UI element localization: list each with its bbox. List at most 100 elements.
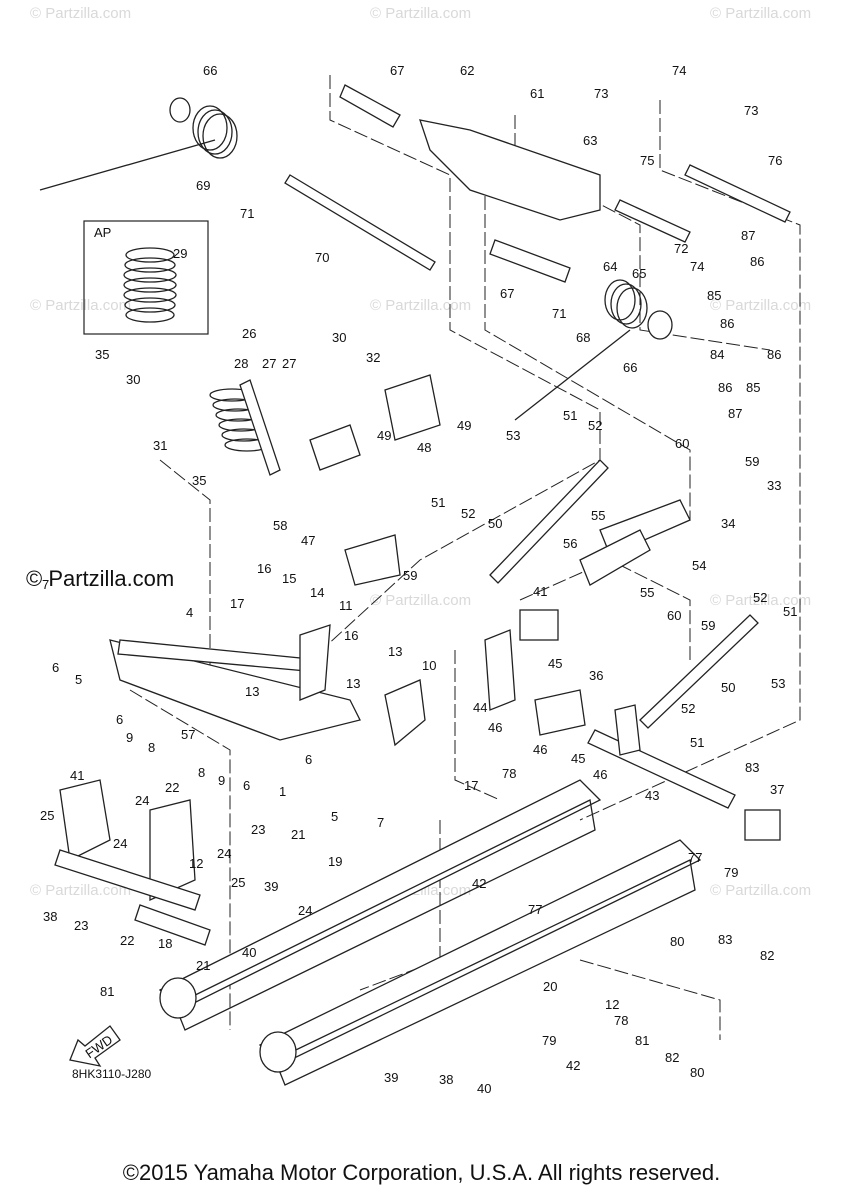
part-callout: 20: [543, 979, 557, 994]
diagram-code: 8HK3110-J280: [72, 1067, 152, 1081]
part-callout: 79: [724, 865, 738, 880]
part-callout: 81: [635, 1033, 649, 1048]
inset-label: AP: [94, 225, 111, 240]
part-callout: 13: [388, 644, 402, 659]
shaft-19: [54, 849, 201, 911]
link-50b: [639, 614, 759, 729]
yoke-36: [534, 689, 586, 736]
inset-frame: [83, 220, 209, 335]
part-callout: 45: [571, 751, 585, 766]
part-callout: 18: [158, 936, 172, 951]
part-callout: 17: [464, 778, 478, 793]
part-callout: 13: [346, 676, 360, 691]
part-callout: 62: [460, 63, 474, 78]
part-callout: 80: [670, 934, 684, 949]
part-callout: 74: [672, 63, 686, 78]
part-callout: 30: [126, 372, 140, 387]
part-callout: 78: [614, 1013, 628, 1028]
part-callout: 40: [477, 1081, 491, 1096]
part-callout: 69: [196, 178, 210, 193]
shaft-18: [134, 904, 211, 946]
part-callout: 23: [74, 918, 88, 933]
front-shock-body: [579, 529, 651, 586]
upper-arm-63: [419, 119, 601, 221]
part-callout: 6: [116, 712, 123, 727]
part-callout: 55: [640, 585, 654, 600]
part-callout: 80: [690, 1065, 704, 1080]
watermark-text: © Partzilla.com: [30, 5, 131, 22]
part-callout: 53: [771, 676, 785, 691]
part-callout: 41: [533, 584, 547, 599]
link-50: [489, 459, 609, 584]
part-callout: 6: [243, 778, 250, 793]
part-callout: 70: [315, 250, 329, 265]
part-callout: 73: [594, 86, 608, 101]
part-callout: 46: [593, 767, 607, 782]
part-callout: 38: [439, 1072, 453, 1087]
part-callout: 66: [203, 63, 217, 78]
part-callout: 47: [301, 533, 315, 548]
part-callout: 60: [675, 436, 689, 451]
rail-tip-front-b: [259, 1031, 297, 1073]
part-callout: 42: [566, 1058, 580, 1073]
watermark-text: © Partzilla.com: [710, 5, 811, 22]
part-callout: 51: [431, 495, 445, 510]
part-callout: 24: [298, 903, 312, 918]
part-callout: 72: [674, 241, 688, 256]
part-callout: 64: [603, 259, 617, 274]
part-callout: 52: [588, 418, 602, 433]
bracket-47: [344, 534, 401, 586]
part-callout: 81: [100, 984, 114, 999]
rail-77b: [258, 839, 702, 1066]
bracket-10: [384, 679, 426, 747]
part-callout: 4: [186, 605, 193, 620]
part-callout: 49: [457, 418, 471, 433]
boundary-line: [454, 650, 501, 801]
watermark-text: © Partzilla.com: [370, 5, 471, 22]
part-callout: 16: [257, 561, 271, 576]
part-callout: 68: [576, 330, 590, 345]
part-callout: 87: [741, 228, 755, 243]
part-callout: 35: [95, 347, 109, 362]
boundary-line: [579, 959, 721, 1040]
part-callout: 51: [563, 408, 577, 423]
part-callout: 60: [667, 608, 681, 623]
part-callout: 8: [148, 740, 155, 755]
part-callout: 10: [422, 658, 436, 673]
boundary-line: [159, 459, 211, 690]
part-callout: 25: [231, 875, 245, 890]
part-callout: 52: [681, 701, 695, 716]
part-callout: 46: [533, 742, 547, 757]
shaft-70: [284, 174, 436, 271]
part-callout: 29: [173, 246, 187, 261]
fwd-arrow-icon: [69, 1025, 121, 1067]
shaft-37: [587, 729, 736, 809]
boundary-line: [299, 75, 601, 671]
part-callout: 52: [461, 506, 475, 521]
part-callout: 24: [113, 836, 127, 851]
part-callout: 27: [262, 356, 276, 371]
part-callout: 5: [75, 672, 82, 687]
reservoir: [309, 424, 361, 471]
rear-shock-26: [209, 379, 281, 476]
boundary-line: [579, 100, 801, 821]
boundary-line: [129, 689, 231, 1030]
part-callout: 19: [328, 854, 342, 869]
part-callout: 52: [753, 590, 767, 605]
part-callout: 71: [552, 306, 566, 321]
part-callout: 30: [332, 330, 346, 345]
rail-77b-slide: [274, 859, 696, 1086]
part-callout: 87: [728, 406, 742, 421]
part-callout: 21: [291, 827, 305, 842]
part-callout: 40: [242, 945, 256, 960]
part-callout: 11: [339, 598, 353, 613]
part-callout: 32: [366, 350, 380, 365]
watermark-layer: © Partzilla.com © Partzilla.com © Partzi…: [30, 5, 811, 899]
watermark-text: © Partzilla.com: [370, 297, 471, 314]
part-callout: 48: [417, 440, 431, 455]
part-callout: 39: [384, 1070, 398, 1085]
part-callout: 37: [770, 782, 784, 797]
part-callout: 28: [234, 356, 248, 371]
part-callout: 51: [783, 604, 797, 619]
